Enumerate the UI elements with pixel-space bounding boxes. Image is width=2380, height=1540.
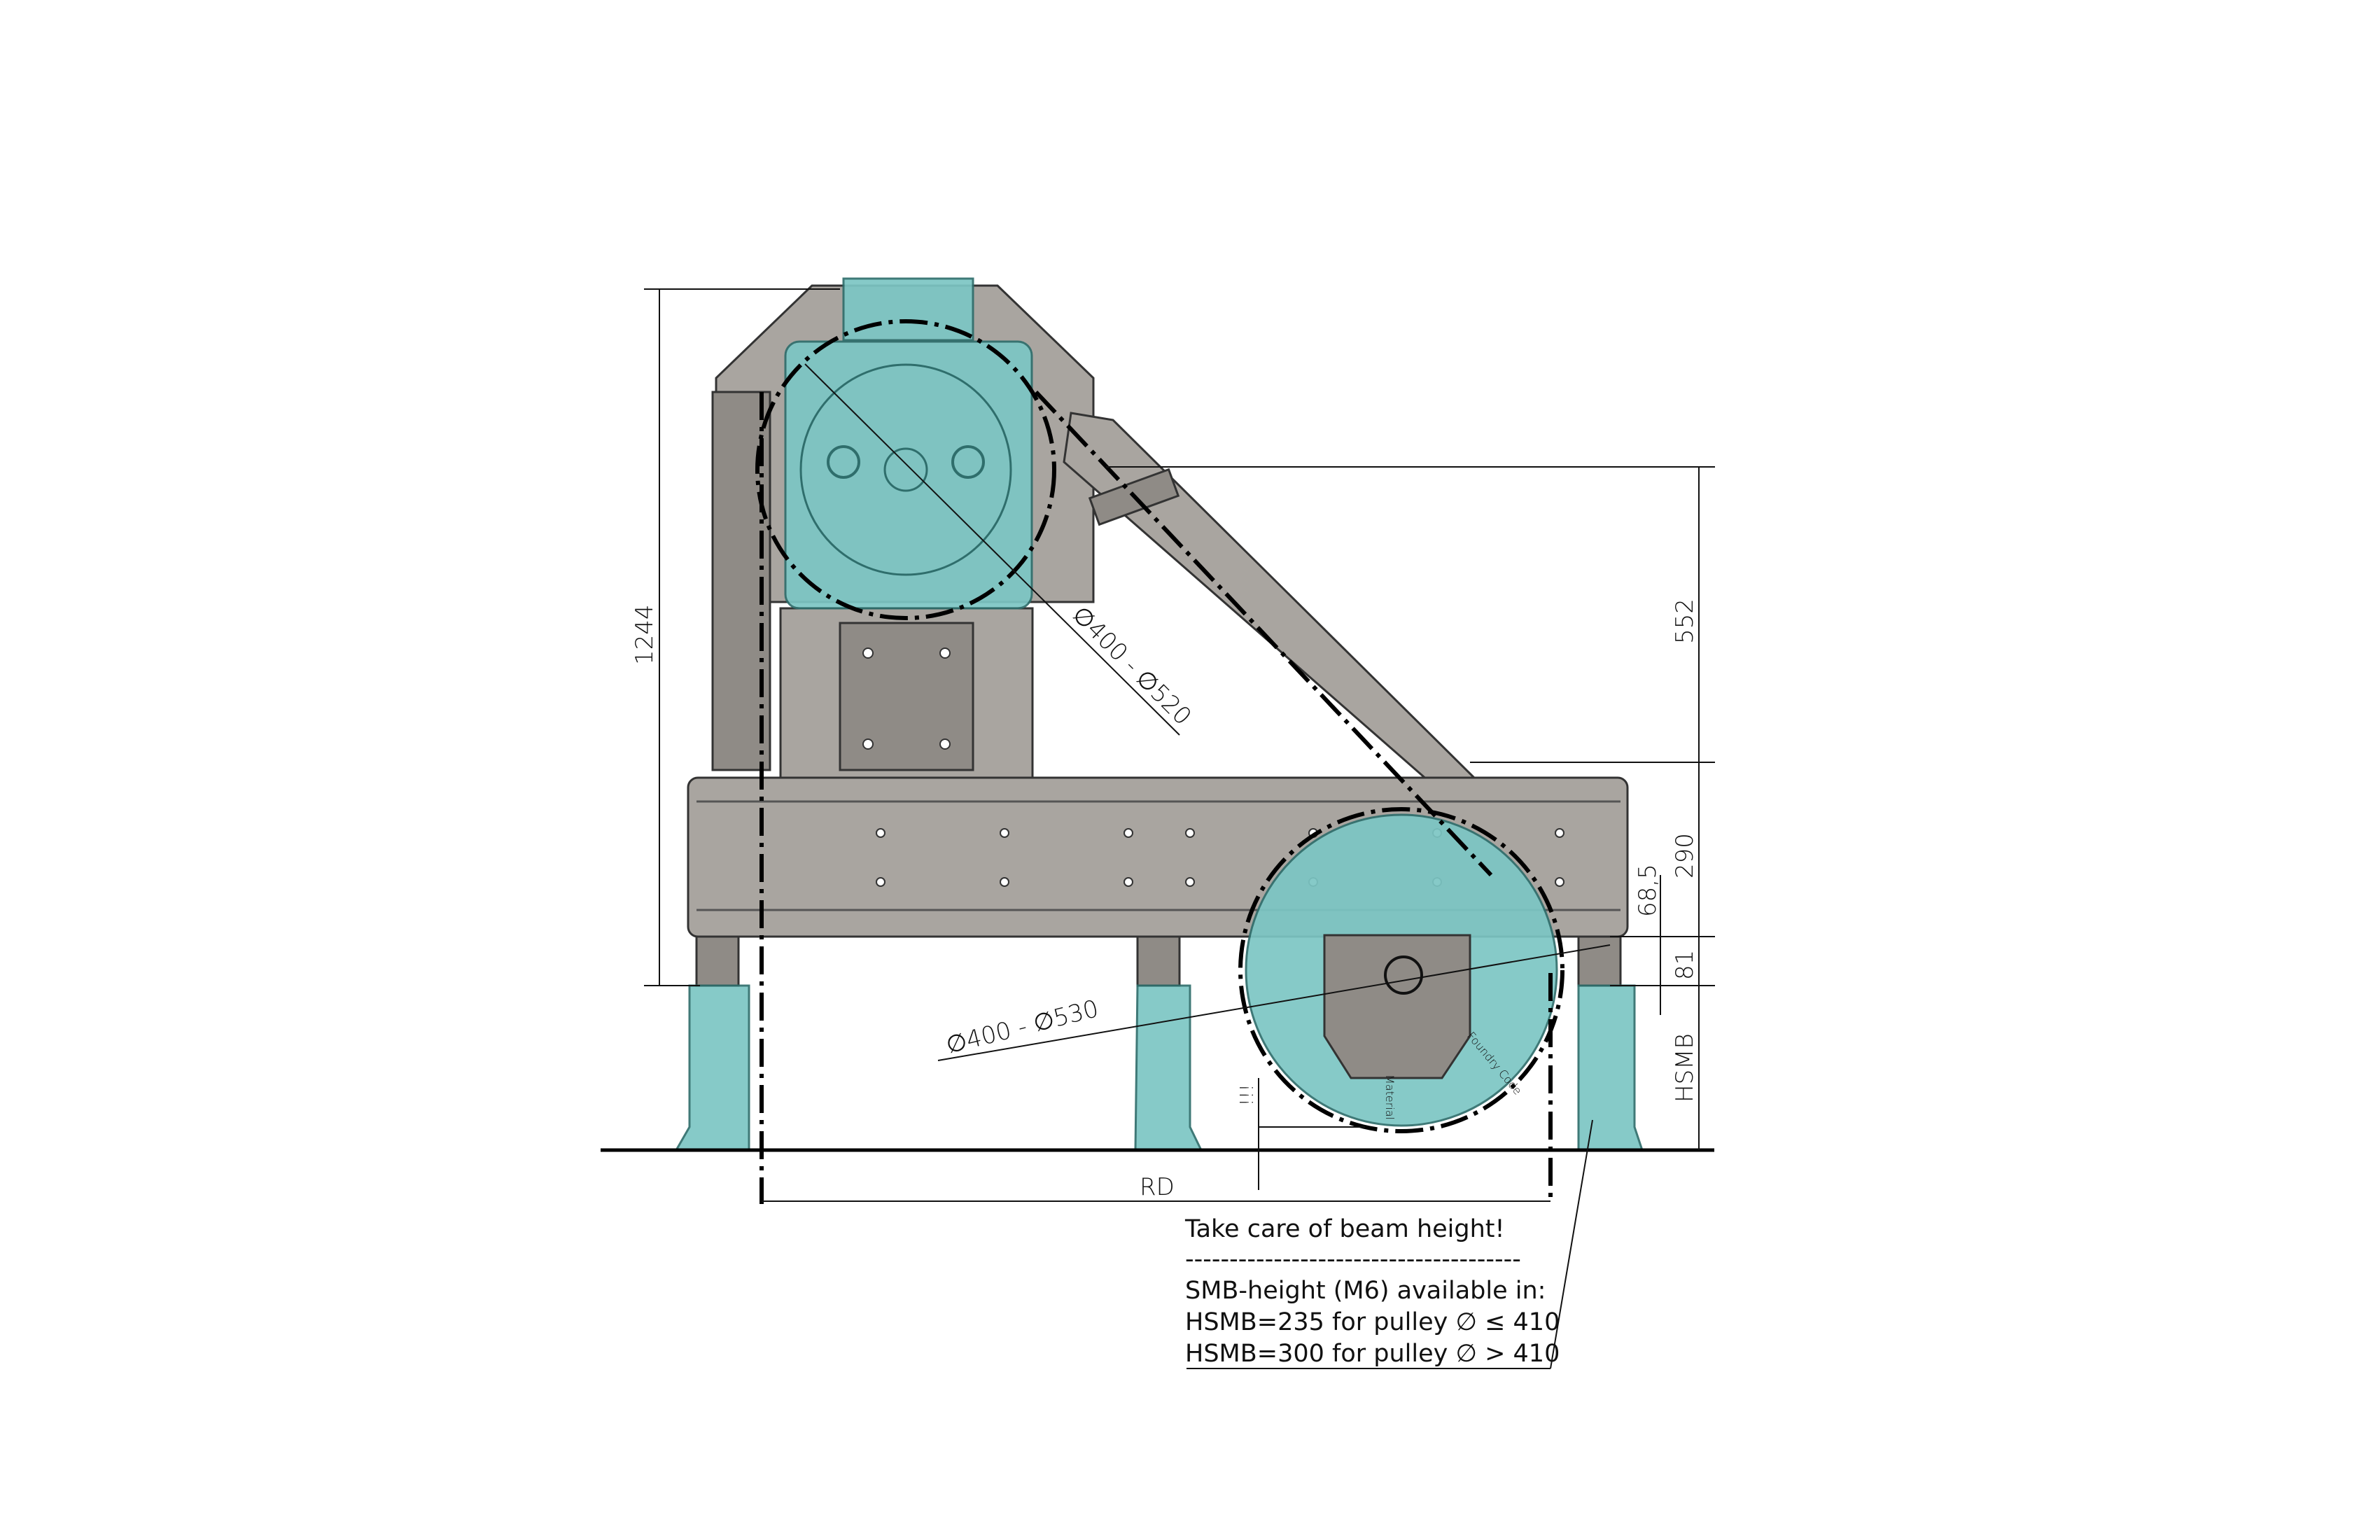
dim-overall-height: 1244 [631, 604, 659, 665]
dimension-lines [644, 288, 1715, 1369]
bolt-hole [939, 738, 951, 750]
note-warning: Take care of beam height! [1184, 1215, 1505, 1243]
clearance-marker: !!! [1237, 1084, 1258, 1106]
foot-connector-right [1577, 935, 1622, 987]
foot-connector-middle [1136, 935, 1181, 987]
note-line-1: SMB-height (M6) available in: [1185, 1277, 1546, 1305]
motor-stand-plate [839, 622, 974, 771]
note-line-3: HSMB=300 for pulley ∅ > 410 [1185, 1340, 1560, 1368]
note-separator: -------------------------------------- [1185, 1245, 1521, 1273]
pulley-axle [1384, 955, 1423, 995]
pulley-diameter-leader [937, 944, 1611, 1061]
pulley-bracket-plate [1323, 934, 1471, 1079]
dim-foot-height: 81 [1671, 950, 1699, 980]
foot-connector-left [695, 935, 740, 987]
motor-hub [883, 447, 928, 492]
note-line-2: HSMB=235 for pulley ∅ ≤ 410 [1185, 1308, 1560, 1336]
dim-diverter-pulley: ∅400 - ∅530 [944, 995, 1102, 1060]
bolt-hole [862, 648, 874, 659]
diverter-pulley-outline [1238, 807, 1564, 1133]
dim-beam-offset: 68,5 [1634, 864, 1662, 917]
gearless-motor [784, 340, 1033, 610]
traction-sheave-outline [755, 319, 1056, 620]
bolt-hole [939, 648, 951, 659]
rope-line-diagonal [1034, 390, 1493, 877]
brake-left [827, 445, 860, 479]
bolt-hole [862, 738, 874, 750]
brake-right [951, 445, 985, 479]
support-leg-left [674, 984, 750, 1152]
dim-rope-distance: RD [1140, 1173, 1175, 1201]
diagonal-arm [1063, 412, 1480, 782]
support-leg-right [1577, 984, 1644, 1152]
sheave-diameter-leader [804, 363, 1180, 736]
dim-arm-height: 552 [1671, 598, 1699, 644]
dim-beam-height: 290 [1671, 833, 1699, 878]
pulley-material: Material [1383, 1074, 1396, 1120]
dim-traction-sheave: ∅400 - ∅520 [1067, 601, 1197, 731]
motor-disc [799, 363, 1012, 576]
support-leg-middle [1134, 984, 1203, 1152]
dim-support-height: HSMB [1671, 1033, 1699, 1102]
